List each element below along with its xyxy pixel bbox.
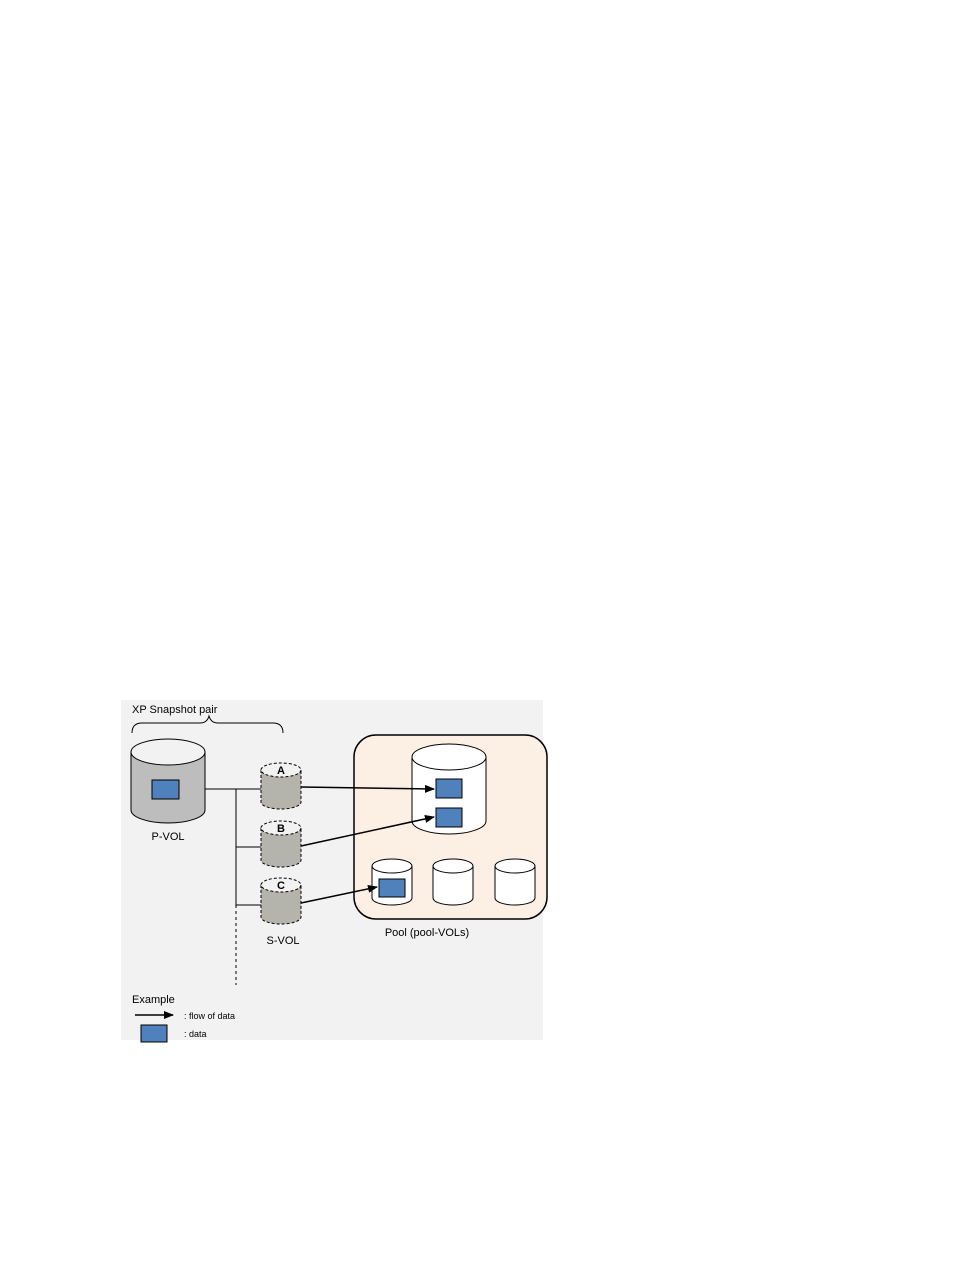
pool-vol-small-3 <box>495 859 535 905</box>
pvol-label: P-VOL <box>151 831 184 843</box>
svol-c-label: C <box>277 880 285 892</box>
svol-a-label: A <box>277 765 285 777</box>
pool-data-block-3 <box>379 879 405 897</box>
pool-data-block-2 <box>436 808 462 827</box>
pvol-data-block <box>152 780 179 799</box>
pool-data-block-1 <box>436 779 462 798</box>
svol-a-cylinder: A <box>261 763 301 809</box>
svol-label: S-VOL <box>266 935 299 947</box>
legend-data-text: : data <box>184 1029 207 1039</box>
svol-b-cylinder: B <box>261 821 301 867</box>
pool-vol-small-1 <box>372 859 412 905</box>
svol-b-label: B <box>277 823 285 835</box>
pvol-cylinder <box>131 739 205 823</box>
pair-label: XP Snapshot pair <box>132 704 218 716</box>
legend-data-swatch <box>141 1025 167 1042</box>
legend-flow-text: : flow of data <box>184 1011 235 1021</box>
svol-c-cylinder: C <box>261 878 301 924</box>
pool-vol-small-2 <box>433 859 473 905</box>
pool-label: Pool (pool-VOLs) <box>385 927 469 939</box>
legend-title: Example <box>132 994 175 1006</box>
